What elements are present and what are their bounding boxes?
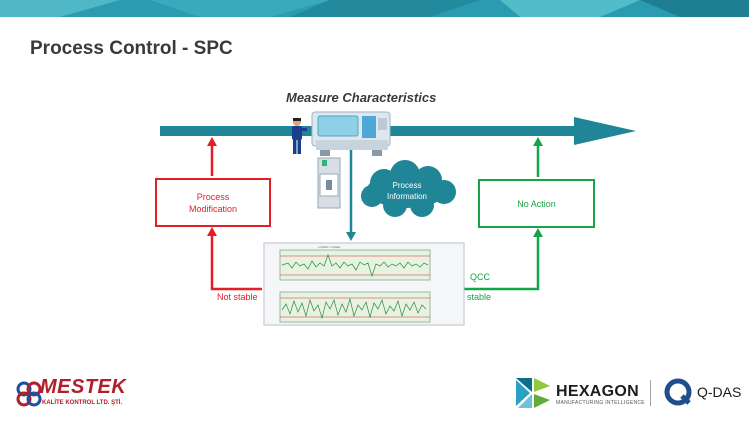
stable-label: stable [467,292,492,302]
measuring-device-icon [317,157,341,209]
mestek-logo [16,381,42,407]
mestek-subtitle: KALİTE KONTROL LTD. ŞTİ. [42,400,123,406]
stable-loop [462,144,540,291]
qdas-logo-icon [664,378,692,406]
operator-icon [292,118,307,154]
mestek-name: MESTEK [40,376,127,398]
arrowhead-up-red-upper [207,137,217,146]
cnc-machine-icon [311,111,391,156]
hexagon-name: HEXAGON [556,383,639,400]
arrowhead-up-green-lower [533,228,543,237]
qcc-label: QCC [470,272,490,282]
process-modification-box: Process Modification [155,178,271,227]
mestek-emblem-icon [16,381,42,407]
hexagon-subtitle: MANUFACTURING INTELLIGENCE [556,400,645,406]
qdas-name: Q-DAS [697,384,742,400]
hexagon-logo-icon [516,378,550,408]
arrowhead-up-green-upper [533,137,543,146]
process-modification-label: Process Modification [188,191,238,214]
not-stable-label: Not stable [217,292,258,302]
svg-text:x-Chart / s-Chart: x-Chart / s-Chart [318,245,340,249]
measurement-down-arrow [346,150,356,241]
not-stable-loop [210,144,262,291]
no-action-label: No Action [517,198,556,209]
top-banner [0,0,749,17]
measure-characteristics-label: Measure Characteristics [286,90,437,105]
process-information-label: Process Information [386,181,428,201]
arrowhead-up-red-lower [207,227,217,236]
page-title: Process Control - SPC [30,38,233,59]
process-flow-arrow [160,117,636,145]
control-chart-icon: x-Chart / s-Chart [263,242,465,326]
no-action-box: No Action [478,179,595,228]
logo-divider [650,380,651,406]
cloud-icon [361,160,456,217]
